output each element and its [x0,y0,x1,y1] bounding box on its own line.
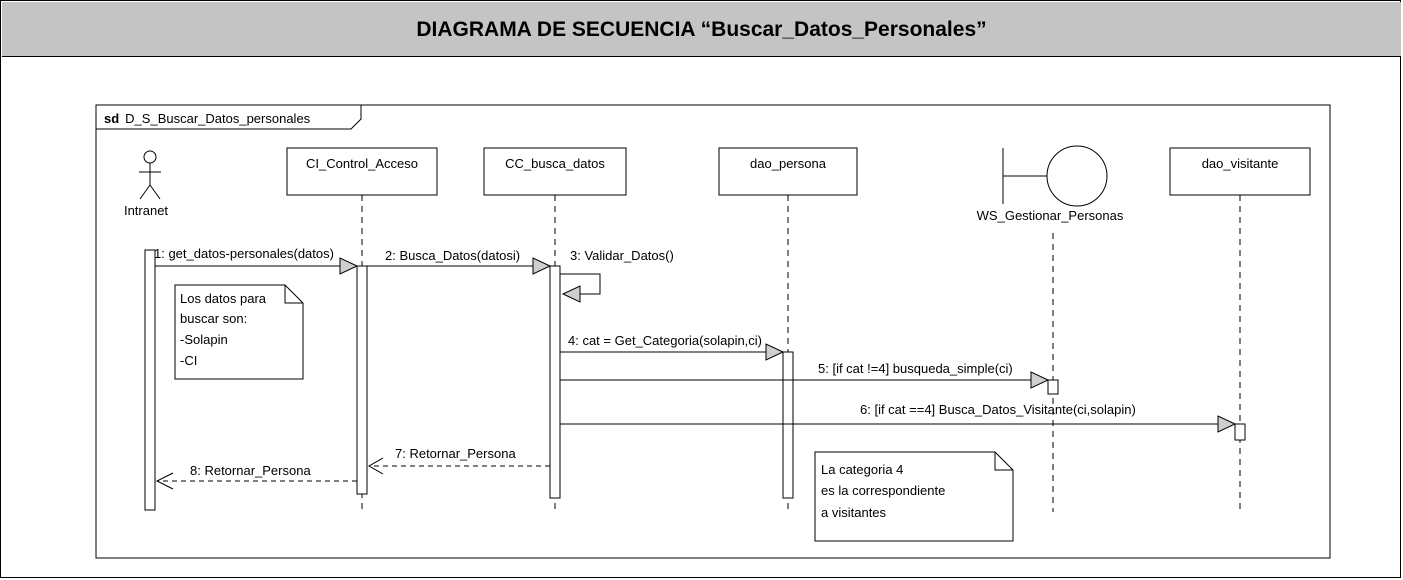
activation-intranet [144,249,156,511]
header-bar: DIAGRAMA DE SECUENCIA “Buscar_Datos_Pers… [2,2,1401,57]
lifeline-ws-label: WS_Gestionar_Personas [977,208,1124,223]
message-1-arrow-icon [339,257,359,275]
note-2-line-1: La categoria 4 [821,462,903,477]
activation-persona [782,351,794,499]
boundary-ws-icon [1002,145,1108,207]
lifeline-visitante-box [1169,147,1311,196]
note-1-line-1: Los datos para [180,291,267,306]
note-search-fields: Los datos para buscar son: -Solapin -CI [174,284,304,380]
actor-head-icon [143,150,157,164]
lifeline-control-box [286,147,438,196]
message-2-label: 2: Busca_Datos(datosi) [385,248,520,263]
note-2-line-3: a visitantes [821,505,887,520]
sd-frame-tab [96,105,362,130]
message-6-arrow-icon [1217,415,1237,433]
sd-frame-label: sd D_S_Buscar_Datos_personales [104,111,311,126]
message-7-label: 7: Retornar_Persona [395,446,516,461]
lifeline-visitante-label: dao_visitante [1202,156,1279,171]
activation-visitante [1234,423,1246,441]
sd-name: D_S_Buscar_Datos_personales [125,111,310,126]
message-8-arrow-icon [155,472,174,490]
message-4-arrow-icon [765,343,785,361]
note-2-line-2: es la correspondiente [821,483,945,498]
message-5-label: 5: [if cat !=4] busqueda_simple(ci) [818,361,1013,376]
lifeline-busca-box [483,147,627,196]
message-1-label: 1: get_datos-personales(datos) [154,246,334,261]
sd-frame [95,104,1331,559]
lifeline-persona-label: dao_persona [750,156,827,171]
lifeline-control-label: CI_Control_Acceso [306,156,418,171]
message-7-arrow-icon [367,457,384,475]
message-6-label: 6: [if cat ==4] Busca_Datos_Visitante(ci… [860,402,1136,417]
page-title: DIAGRAMA DE SECUENCIA “Buscar_Datos_Pers… [416,18,987,41]
message-3-arrow-icon [561,285,581,303]
note-1-line-4: -CI [180,353,197,368]
lifeline-persona-box [718,147,858,196]
message-4-label: 4: cat = Get_Categoria(solapin,ci) [568,333,762,348]
message-8-label: 8: Retornar_Persona [190,463,311,478]
actor-intranet [139,150,161,200]
sd-keyword: sd [104,111,119,126]
lifeline-busca-label: CC_busca_datos [505,156,605,171]
activation-control [356,265,368,495]
message-3-line [560,273,601,295]
message-2-arrow-icon [532,257,552,275]
note-1-line-3: -Solapin [180,332,228,347]
lifeline-intranet-label: Intranet [124,203,168,218]
note-category-4: La categoria 4 es la correspondiente a v… [814,451,1014,542]
message-5-arrow-icon [1030,371,1050,389]
activation-busca [549,265,561,499]
message-3-label: 3: Validar_Datos() [570,248,674,263]
activation-ws [1047,379,1059,395]
note-1-line-2: buscar son: [180,311,247,326]
